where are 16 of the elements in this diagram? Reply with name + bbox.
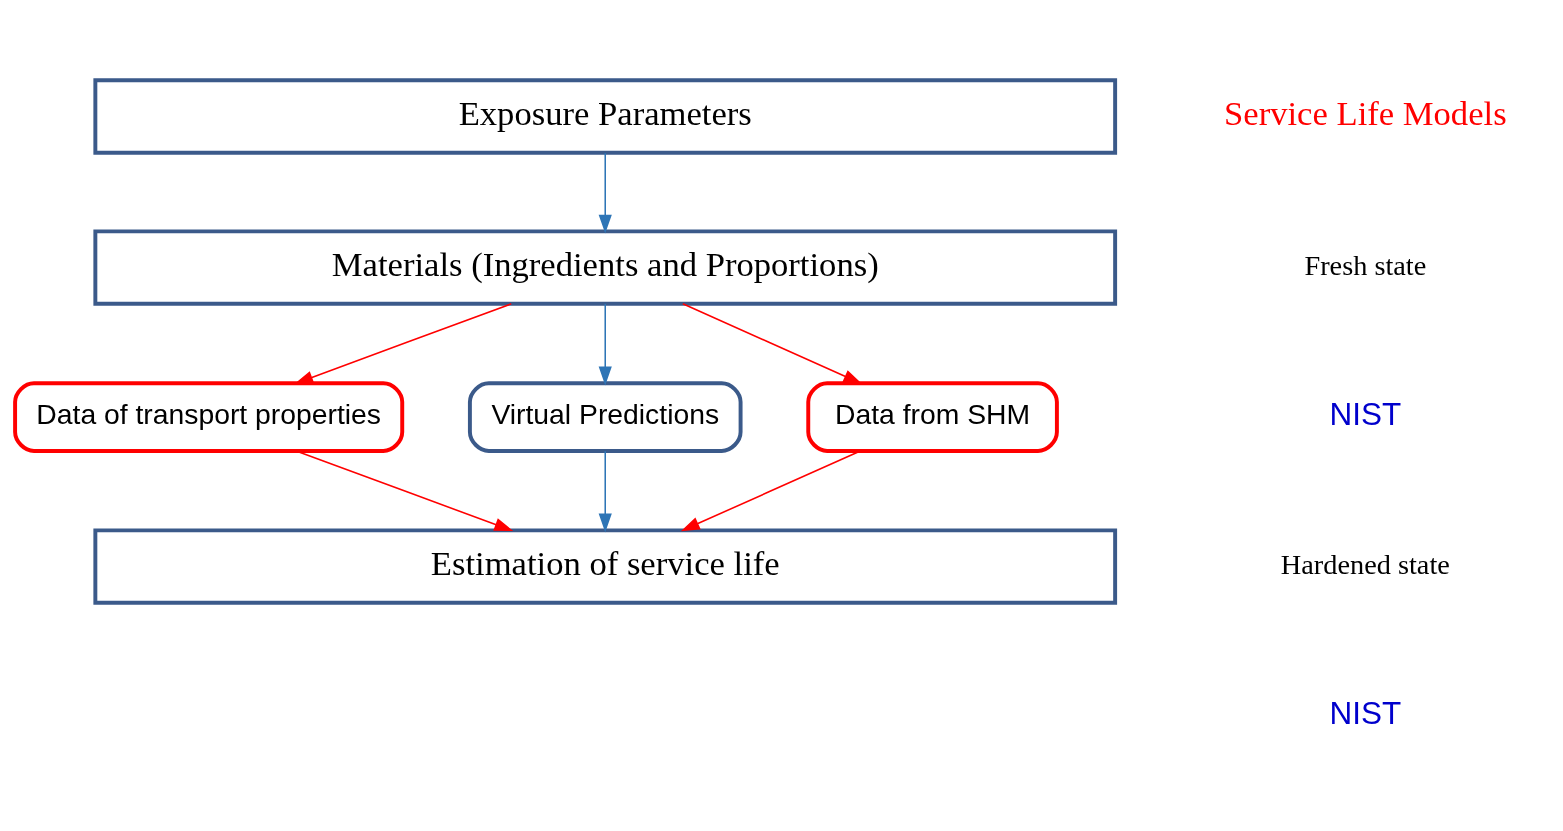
- arrow: [598, 152, 612, 234]
- node-box: Data of transport properties: [13, 381, 405, 453]
- node-box: Exposure Parameters: [93, 78, 1118, 155]
- arrow: [598, 450, 612, 533]
- arrow: [294, 303, 513, 384]
- label: Fresh state: [1304, 249, 1427, 281]
- label: Service Life Models: [1224, 94, 1507, 133]
- node-box: Estimation of service life: [93, 528, 1118, 605]
- arrow: [682, 303, 863, 385]
- arrow: [598, 303, 612, 386]
- label: NIST: [1329, 695, 1402, 731]
- label: Hardened state: [1280, 548, 1450, 580]
- node-box: Data from SHM: [806, 381, 1059, 453]
- label: NIST: [1329, 396, 1402, 432]
- node-box: Virtual Predictions: [467, 381, 743, 453]
- node-box: Materials (Ingredients and Proportions): [93, 229, 1118, 306]
